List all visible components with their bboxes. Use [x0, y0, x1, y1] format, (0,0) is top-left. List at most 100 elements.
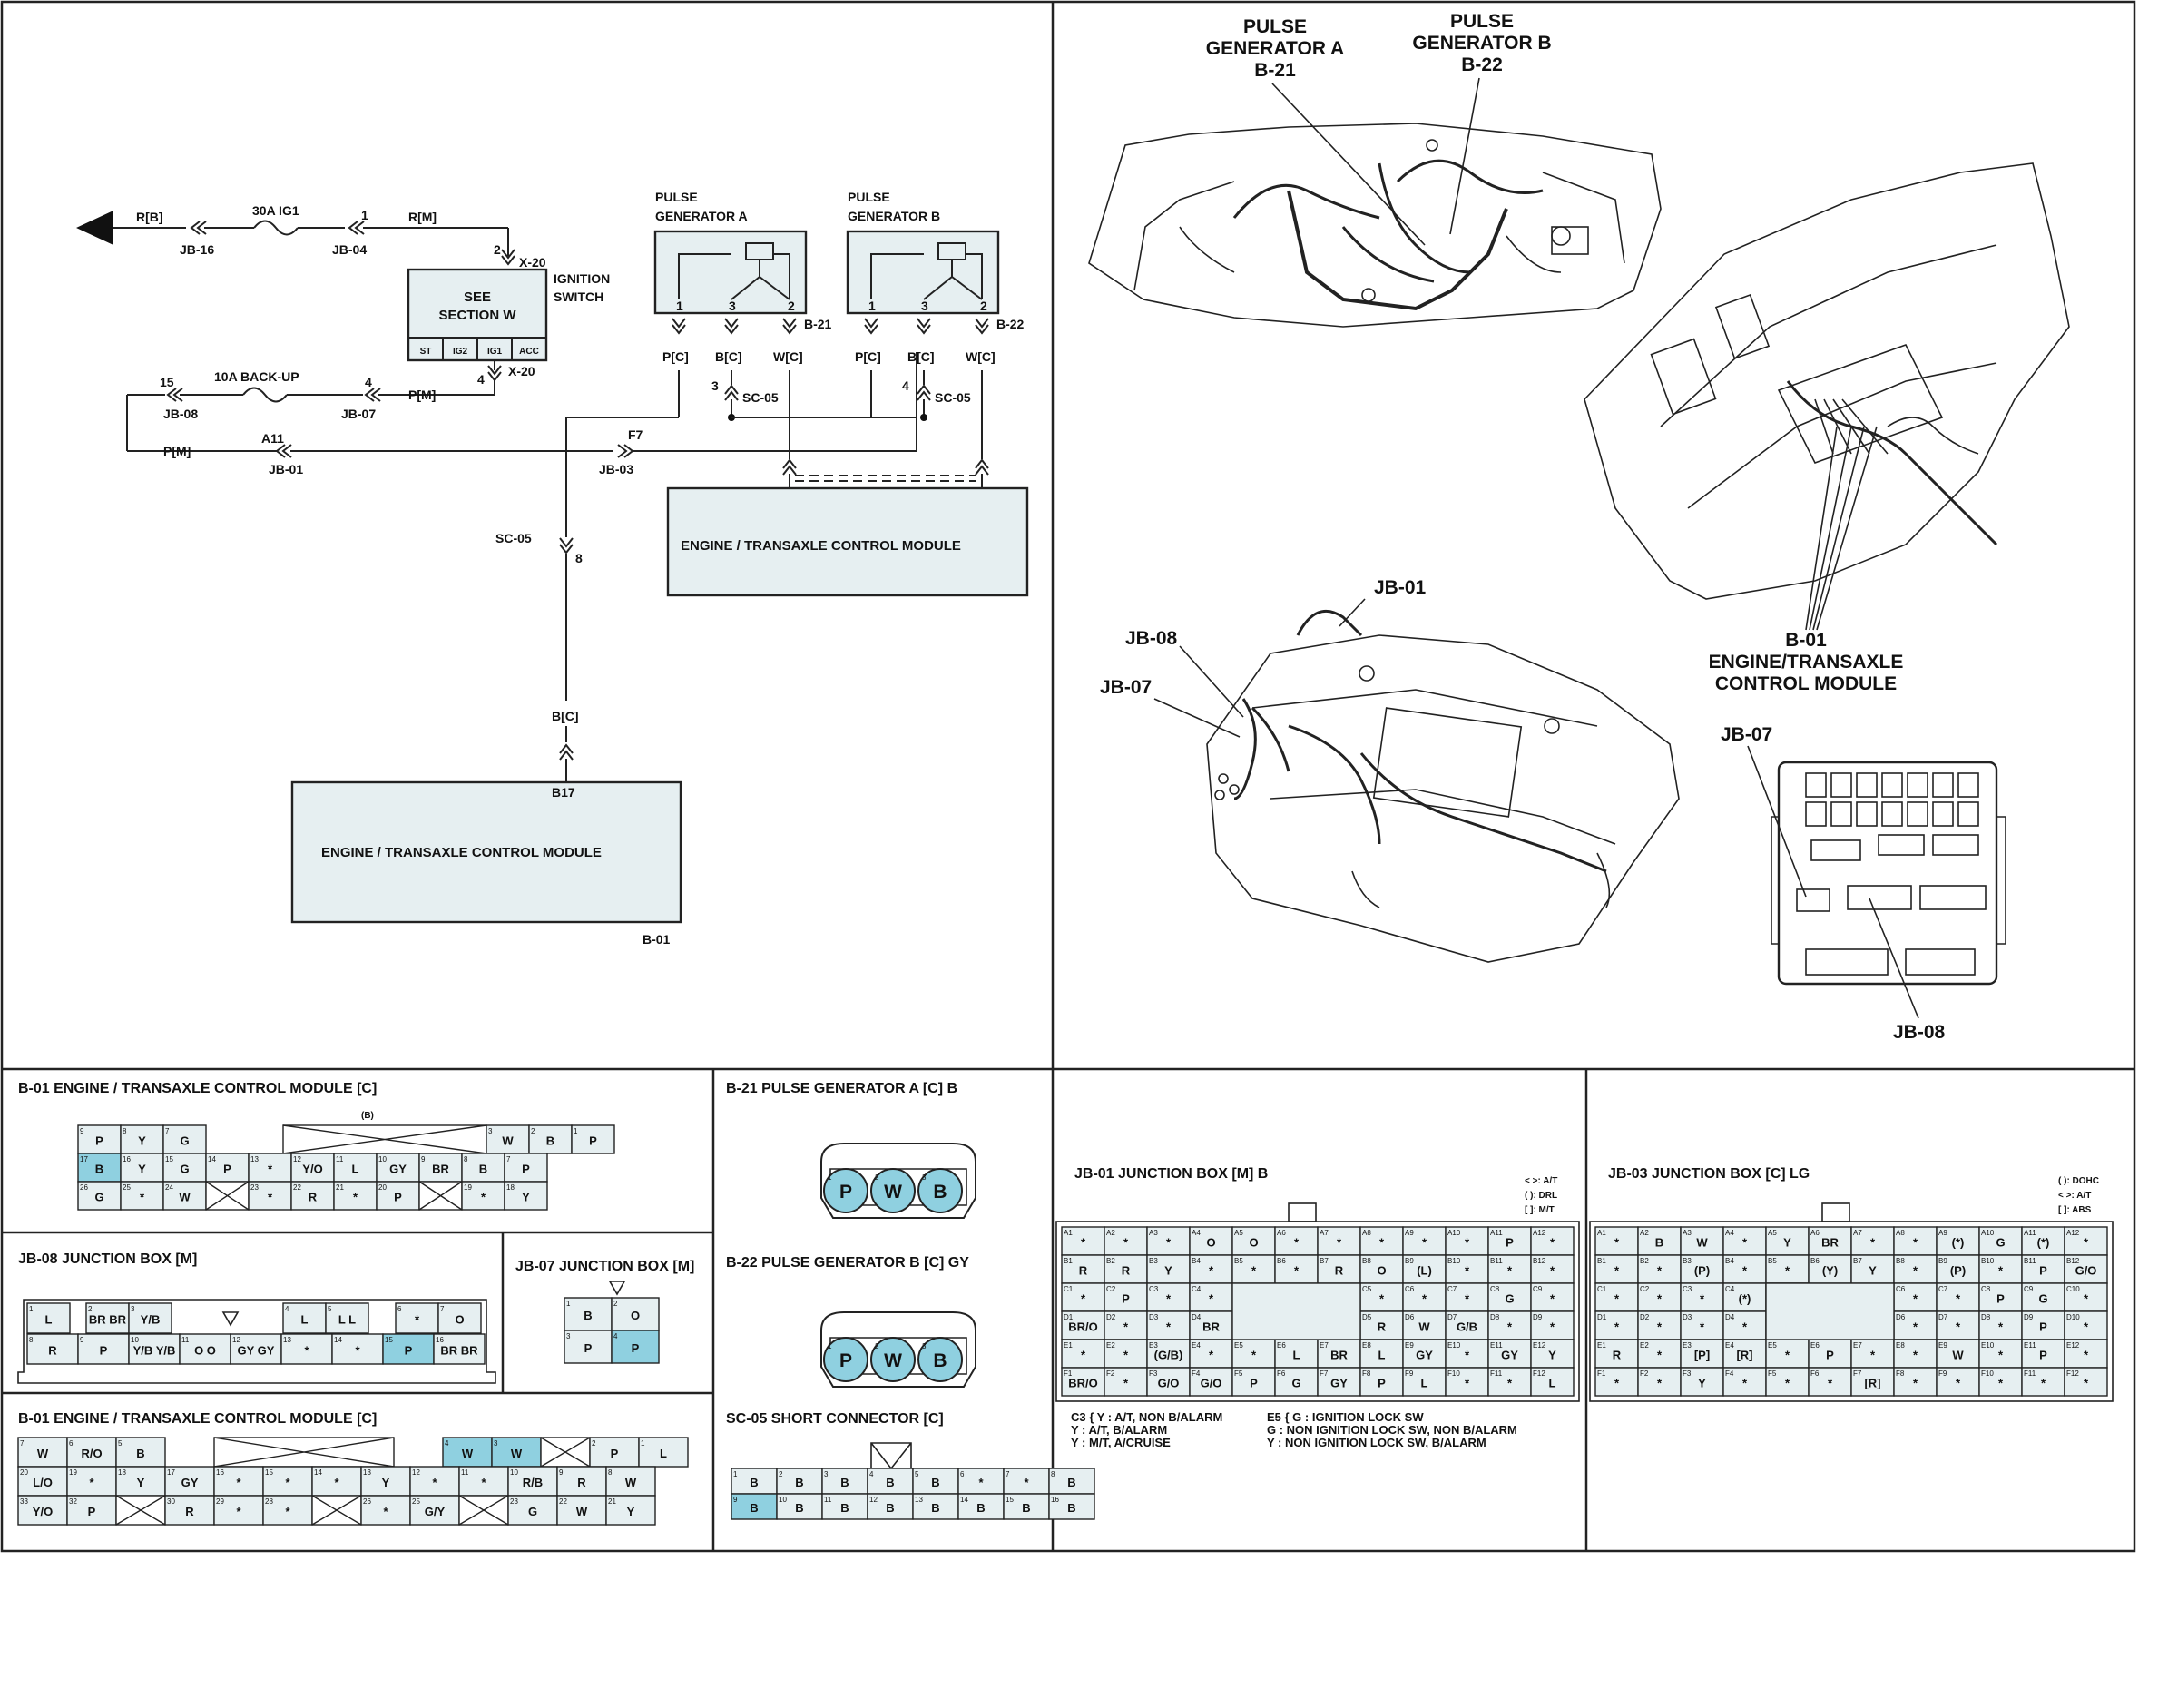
connector-cavity	[213, 1495, 264, 1526]
cavity-wire-color: (*)	[2037, 1236, 2050, 1250]
conn-label-sc05-c: SC-05	[495, 531, 532, 545]
cavity-wire-color: G	[180, 1163, 189, 1176]
connector-cavity	[1402, 1367, 1447, 1397]
connector-cavity	[1274, 1367, 1319, 1397]
connector-cavity	[571, 1124, 615, 1154]
cavity-number: 11	[824, 1496, 832, 1504]
cavity-number: A3	[1683, 1229, 1692, 1237]
cavity-number: 15	[265, 1468, 273, 1477]
cavity-number: A5	[1234, 1229, 1243, 1237]
connector-cavity	[1189, 1339, 1233, 1369]
cavity-wire-color: L	[301, 1313, 309, 1327]
plug-pin-number: 3	[922, 1342, 927, 1350]
cavity-wire-color: *	[1785, 1377, 1790, 1390]
pulse-b-pin-2: 2	[980, 299, 987, 313]
cavity-wire-color: R	[1335, 1264, 1344, 1278]
cavity-number: 22	[293, 1183, 301, 1192]
cavity-wire-color: P	[100, 1344, 108, 1358]
cavity-number: C3	[1683, 1285, 1692, 1293]
cavity-number: E2	[1106, 1341, 1115, 1350]
cavity-number: E1	[1597, 1341, 1606, 1350]
cavity-number: B9	[1938, 1257, 1947, 1265]
pin-sc05-b: 4	[902, 378, 909, 393]
cavity-wire-color: Y	[138, 1134, 146, 1148]
switch-pin-ig1: IG1	[487, 347, 503, 357]
cavity-number: B8	[1896, 1257, 1905, 1265]
cavity-number: E7	[1853, 1341, 1862, 1350]
connector-cavity	[1893, 1254, 1938, 1284]
page-frames	[0, 0, 2136, 1553]
cavity-wire-color: R	[1378, 1320, 1387, 1334]
connector-cavity	[66, 1495, 117, 1526]
cavity-number: A4	[1192, 1229, 1201, 1237]
plug-pin-number: 2	[875, 1173, 879, 1182]
cavity-number: A3	[1149, 1229, 1158, 1237]
cavity-number: C5	[1362, 1285, 1372, 1293]
connector-cavity	[115, 1466, 166, 1497]
cavity-number: 3	[566, 1332, 571, 1340]
cavity-number: C6	[1896, 1285, 1906, 1293]
connector-cavity	[821, 1493, 868, 1520]
cavity-wire-color: B	[886, 1476, 894, 1489]
cavity-number: F5	[1234, 1369, 1243, 1378]
cavity-wire-color: G	[1996, 1236, 2005, 1250]
jb01-note: Y : M/T, A/CRUISE	[1071, 1436, 1171, 1449]
cavity-wire-color: *	[1614, 1320, 1620, 1334]
connector-cavity	[867, 1493, 914, 1520]
connector-cavity	[1402, 1226, 1447, 1256]
connector-cavity	[2021, 1367, 2065, 1397]
cavity-wire-color: P	[1826, 1349, 1834, 1362]
cavity-wire-color: *	[1209, 1292, 1214, 1306]
cavity-number: 13	[250, 1155, 259, 1163]
connector-cavity	[1637, 1367, 1682, 1397]
cavity-wire-color: *	[1956, 1377, 1961, 1390]
conn-label-jb07: JB-07	[341, 407, 376, 421]
cavity-wire-color: G	[94, 1191, 103, 1204]
cavity-wire-color: *	[1422, 1292, 1427, 1306]
connector-cavity	[1402, 1254, 1447, 1284]
cavity-number: F8	[1362, 1369, 1371, 1378]
connector-cavity	[1637, 1226, 1682, 1256]
cavity-number: C4	[1192, 1285, 1202, 1293]
cavity-number: E12	[1533, 1341, 1546, 1350]
cavity-number: F5	[1768, 1369, 1777, 1378]
cavity-number: A1	[1597, 1229, 1606, 1237]
connector-cavity	[1104, 1254, 1148, 1284]
cavity-wire-color: P	[1122, 1292, 1130, 1306]
cavity-number: F10	[1447, 1369, 1460, 1378]
plug-pin	[823, 1337, 868, 1382]
cavity-wire-color: W	[502, 1134, 514, 1148]
cavity-wire-color: R	[1079, 1264, 1088, 1278]
connector-cavity	[1594, 1310, 1639, 1340]
cavity-wire-color: B	[840, 1501, 849, 1515]
cavity-number: 2	[88, 1305, 93, 1313]
ecm-right-box	[666, 486, 1029, 597]
connector-cavity	[1680, 1254, 1724, 1284]
cavity-wire-color: G/O	[1158, 1377, 1180, 1390]
ecm-left-box	[290, 780, 682, 924]
cavity-wire-color: *	[1913, 1264, 1918, 1278]
jb03-title: JB-03 JUNCTION BOX [C] LG	[1608, 1166, 1810, 1182]
cavity-number: 1	[566, 1300, 571, 1308]
connector-cavity	[205, 1153, 250, 1183]
cavity-number: D5	[1362, 1313, 1372, 1321]
loc-ecm-1: B-01	[1785, 630, 1827, 651]
connector-cavity	[433, 1333, 486, 1365]
cavity-wire-color: Y	[137, 1476, 145, 1489]
cavity-wire-color: *	[304, 1344, 309, 1358]
cavity-wire-color: B	[136, 1447, 144, 1460]
connector-cavity	[1003, 1468, 1050, 1495]
switch-pin-ig2: IG2	[453, 347, 468, 357]
cavity-number: 8	[29, 1336, 34, 1344]
cavity-number: 24	[165, 1183, 173, 1192]
pulse-gen-b-label-2: GENERATOR B	[848, 209, 940, 223]
cavity-number: B9	[1405, 1257, 1414, 1265]
cavity-number: E6	[1277, 1341, 1286, 1350]
cavity-wire-color: *	[1123, 1377, 1129, 1390]
jb01-title: JB-01 JUNCTION BOX [M] B	[1074, 1166, 1268, 1182]
cavity-number: E11	[2024, 1341, 2036, 1350]
cavity-wire-color: L	[1293, 1349, 1300, 1362]
cavity-wire-color: L	[1549, 1377, 1556, 1390]
cavity-number: 29	[216, 1497, 224, 1506]
